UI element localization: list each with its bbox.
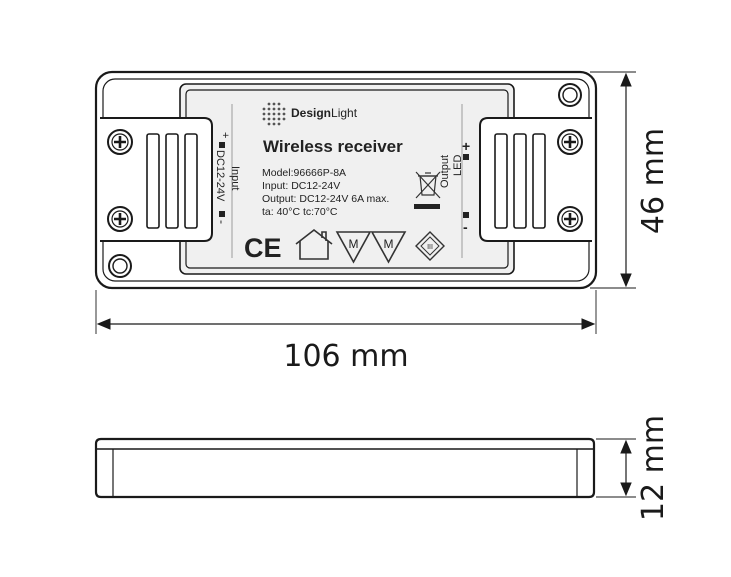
input-plus-sign: +: [219, 132, 231, 138]
screw-right-top: [557, 129, 583, 155]
input-minus-sign: -: [215, 220, 229, 224]
model-text: Model:96666P-8A: [262, 167, 346, 179]
screw-right-bottom: [557, 206, 583, 232]
input-voltage-text: DC12-24V: [214, 150, 226, 202]
height-dimension: [590, 71, 636, 289]
weee-bin-icon: [414, 171, 441, 209]
input-terminal-label: + DC12-24V - Input: [214, 132, 241, 224]
input-plus-marker: [219, 142, 225, 148]
mounting-hole-top-right: [558, 83, 582, 107]
output-name-text: Output: [439, 155, 451, 188]
temperature-text: ta: 40°C tc:70°C: [262, 206, 338, 218]
output-terminal-label: Output LED + -: [439, 138, 470, 235]
height-dimension-text: 46 mm: [636, 128, 671, 234]
output-spec-text: Output: DC12-24V 6A max.: [262, 193, 389, 205]
brand-name-light: Light: [331, 106, 358, 120]
top-view: [94, 70, 598, 290]
terminal-block-left: [100, 117, 213, 242]
screw-left-top: [107, 129, 133, 155]
input-minus-marker: [219, 211, 225, 217]
output-minus-marker: [463, 212, 469, 218]
indoor-use-house-icon: [295, 228, 333, 260]
width-dimension-text: 106 mm: [283, 339, 408, 374]
depth-dimension-text: 12 mm: [636, 415, 671, 521]
output-minus-sign: -: [463, 219, 468, 235]
brand-name: DesignLight: [291, 106, 358, 120]
ce-mark: CE: [244, 233, 282, 263]
input-name-text: Input: [229, 166, 241, 190]
output-plus-sign: +: [462, 138, 470, 154]
width-dimension: [95, 290, 597, 334]
m-triangle-icon-2: M: [370, 231, 407, 264]
brand-name-bold: Design: [291, 106, 331, 120]
m-triangle-label-2: M: [384, 237, 394, 251]
m-triangle-icon-1: M: [335, 231, 372, 264]
side-view: [94, 437, 596, 499]
class-iii-icon: III: [415, 231, 445, 261]
depth-dimension: [596, 438, 636, 498]
output-plus-marker: [463, 154, 469, 160]
output-led-text: LED: [452, 155, 464, 176]
screw-left-bottom: [107, 206, 133, 232]
mounting-hole-bottom-left: [108, 254, 132, 278]
brand-logo-icon: [262, 102, 286, 126]
class-iii-label: III: [427, 244, 433, 251]
m-triangle-label-1: M: [349, 237, 359, 251]
input-spec-text: Input: DC12-24V: [262, 180, 340, 192]
terminal-block-right: [479, 117, 592, 242]
product-title: Wireless receiver: [263, 137, 403, 156]
